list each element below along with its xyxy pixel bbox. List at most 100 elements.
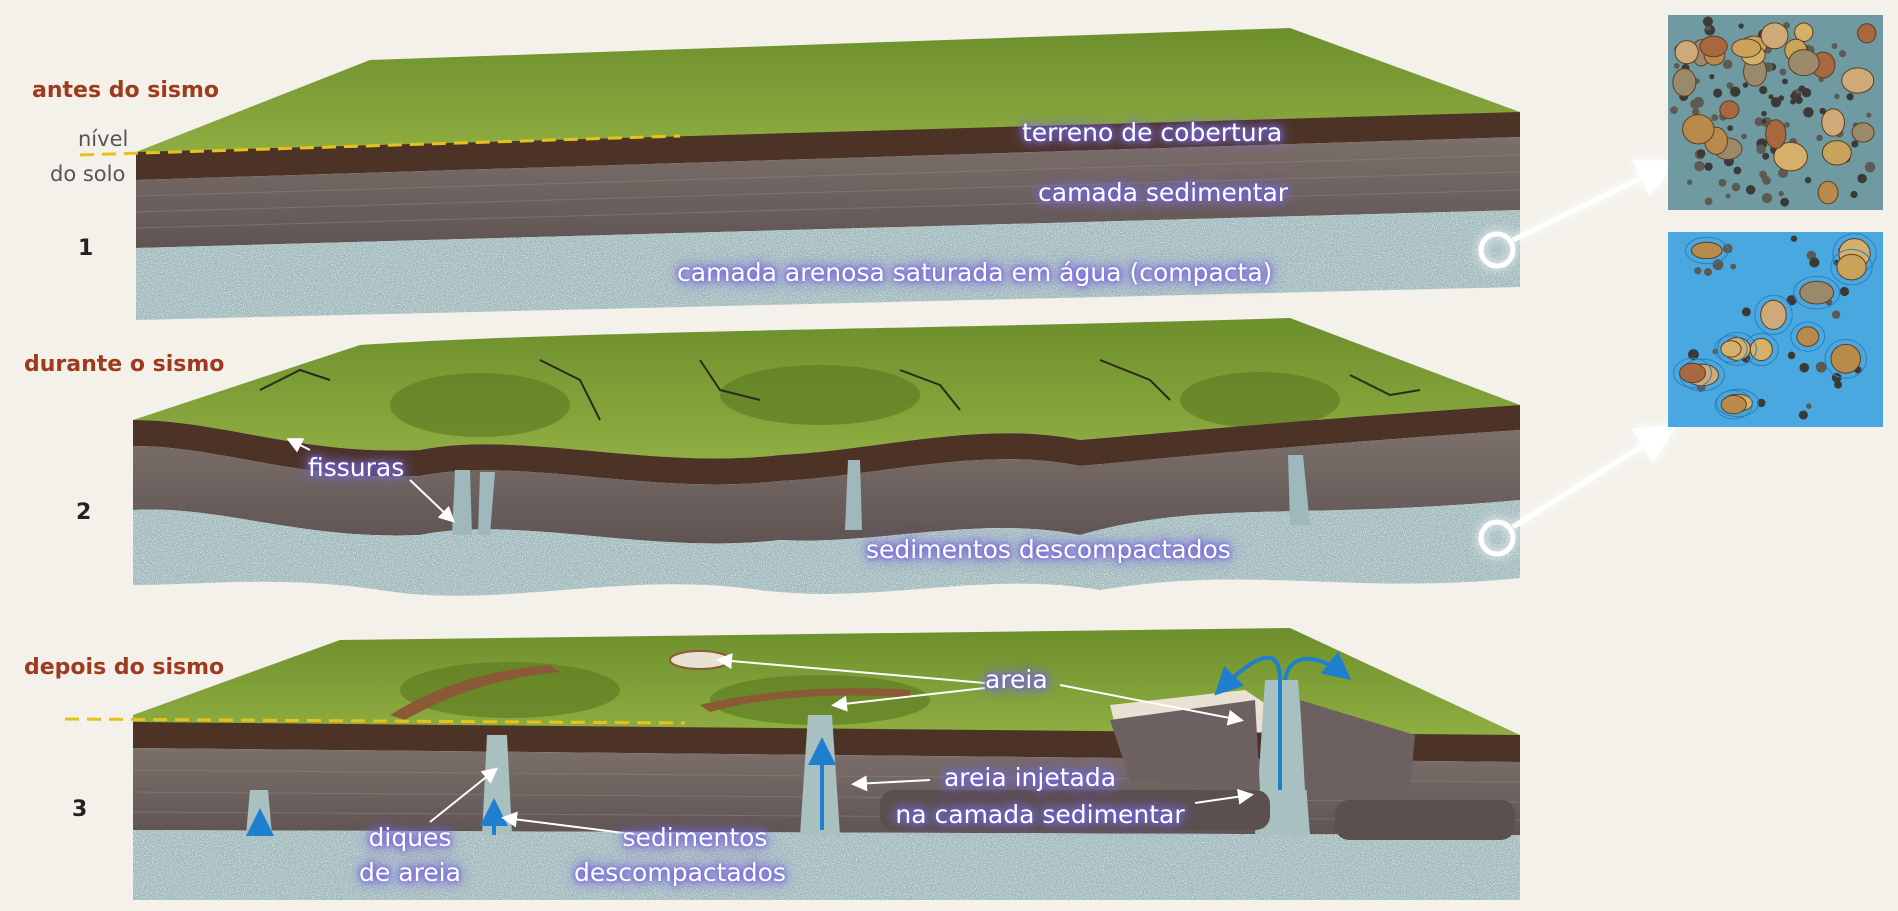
sand-grain <box>1799 362 1810 373</box>
water-ripple <box>1673 357 1712 389</box>
sand-grain <box>1831 310 1841 319</box>
pebble <box>1851 122 1875 143</box>
sand-grain <box>1694 267 1702 275</box>
block-3-sediment-chunks <box>880 790 1515 840</box>
pebble <box>1788 49 1820 77</box>
fissure-arrow-1 <box>286 438 311 453</box>
step-number-1: 1 <box>78 236 94 261</box>
sand-grain <box>1738 23 1744 29</box>
pebble <box>1841 67 1875 94</box>
label-dikes-line2: de areia <box>359 858 461 887</box>
pebble <box>1674 40 1699 65</box>
step-number-2: 2 <box>76 500 92 525</box>
sand-grain <box>1790 235 1798 242</box>
ground-level-line-bottom <box>64 717 686 725</box>
block-1-sediment-strata <box>135 154 1521 229</box>
sand-grain <box>1786 295 1797 306</box>
sand-grain <box>1851 140 1859 148</box>
sand-grain <box>1782 78 1789 85</box>
sand-grain <box>1787 351 1796 360</box>
block-3-callout-arrows <box>429 653 1254 836</box>
sand-grain <box>1711 114 1719 122</box>
pebble <box>1719 100 1740 120</box>
sand-grain <box>1722 59 1733 70</box>
water-ripple <box>1714 389 1753 420</box>
sand-grain <box>1730 263 1737 270</box>
pebble <box>1672 68 1697 97</box>
sand-grain <box>1688 349 1699 360</box>
sand-grain <box>1727 125 1733 132</box>
block-1-before <box>79 28 1678 320</box>
pebble <box>1699 35 1728 58</box>
pebble <box>1760 299 1787 330</box>
sand-grain <box>1798 410 1808 420</box>
sand-grain <box>1745 185 1756 195</box>
sand-grain <box>1834 93 1840 100</box>
fissure-arrow-2 <box>409 479 455 523</box>
sand-grain <box>1790 98 1796 105</box>
pebble <box>1796 326 1820 347</box>
inset-compact-sand <box>1668 15 1883 210</box>
pebble <box>1731 38 1762 58</box>
sand-grain <box>1761 175 1770 183</box>
sand-grain <box>1815 361 1827 373</box>
sand-grain <box>1709 74 1715 80</box>
sand-grain <box>1673 63 1680 69</box>
stage-label-during: durante o sismo <box>24 352 225 377</box>
water-ripple <box>1715 388 1760 418</box>
step-number-3: 3 <box>72 797 88 822</box>
sand-grain <box>1702 16 1713 27</box>
block-2-cover-layer <box>133 405 1520 485</box>
sand-grain <box>1712 259 1724 271</box>
sand-grain <box>1704 162 1713 171</box>
pebble <box>1836 253 1867 281</box>
sand-grain <box>1756 144 1766 155</box>
sand-grain <box>1768 94 1774 100</box>
label-injected-line2: na camada sedimentar <box>895 800 1185 829</box>
sand-grain <box>1725 193 1731 199</box>
label-fissures: fissuras <box>308 453 405 482</box>
sand-grain <box>1804 176 1812 184</box>
pebble <box>1765 119 1787 149</box>
sand-grain <box>1834 380 1842 389</box>
block-1-cover-layer <box>136 112 1520 180</box>
ground-level-line-top <box>79 134 681 157</box>
pebble <box>1794 22 1814 43</box>
water-ripple <box>1790 321 1826 352</box>
sand-grain <box>1742 82 1749 88</box>
pebble <box>1682 114 1715 145</box>
sand-grain <box>1713 88 1723 98</box>
water-ripple <box>1754 294 1793 335</box>
label-dikes-line1: diques <box>368 823 452 852</box>
layer-label-sediment: camada sedimentar <box>1038 178 1289 207</box>
sand-grain <box>1857 173 1867 184</box>
block-2-fissures <box>452 455 1310 535</box>
label-sediments-line1: sedimentos <box>622 823 768 852</box>
sand-grain <box>1831 43 1838 50</box>
sand-grain <box>1770 97 1782 108</box>
sand-grain <box>1778 190 1784 197</box>
block-1-magnify-arrow <box>1511 160 1678 243</box>
layer-label-saturated: camada arenosa saturada em água (compact… <box>677 258 1273 287</box>
water-ripple <box>1830 248 1873 286</box>
sand-grain <box>1729 86 1741 97</box>
sand-grain <box>1780 197 1790 207</box>
sand-grain <box>1705 25 1711 31</box>
sand-grain <box>1809 257 1820 268</box>
block-1-magnify-ring <box>1478 231 1516 269</box>
pebble <box>1821 140 1852 166</box>
sand-grain <box>1798 85 1806 93</box>
sand-grain <box>1718 178 1727 187</box>
sand-grain <box>1761 192 1773 204</box>
sand-grain <box>1850 190 1858 199</box>
pebble <box>1830 343 1862 374</box>
sand-grain <box>1731 182 1741 192</box>
label-sediments-line2: descompactados <box>574 858 786 887</box>
label-sand: areia <box>985 665 1048 694</box>
sand-grain <box>1839 286 1850 297</box>
block-2-surface-cracks <box>259 359 1421 421</box>
block-3-tilted-block-right <box>1300 700 1415 790</box>
ground-level-label-line2: do solo <box>50 162 126 186</box>
sand-grain <box>1696 149 1706 158</box>
